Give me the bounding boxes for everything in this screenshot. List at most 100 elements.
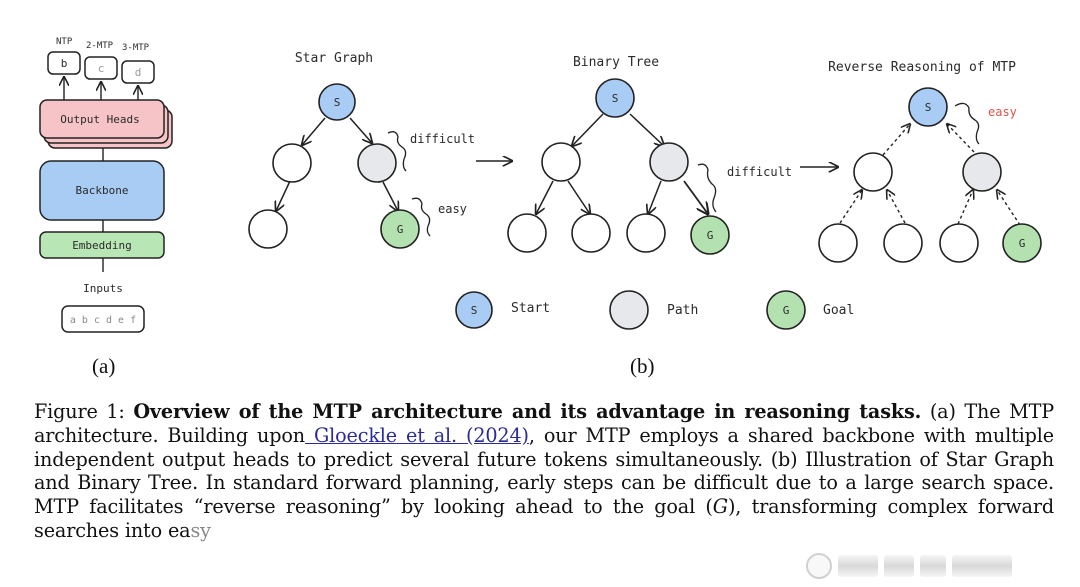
edge: [572, 113, 604, 146]
inputs-box: [61, 305, 145, 333]
figure-diagram: NTP 2-MTP 3-MTP b c d Output Heads Backb…: [39, 37, 1042, 333]
backbone-box: [39, 160, 165, 221]
watermark-bar: [884, 555, 914, 577]
goal-node-label: G: [397, 223, 404, 236]
goal-node-label: G: [707, 229, 714, 242]
reverse-edge: [887, 190, 906, 224]
start-node: [908, 87, 948, 127]
path-node-highlight: [649, 142, 689, 182]
start-node-label: S: [612, 92, 619, 105]
caption-text-2: , our MTP employs a shared backbone with…: [34, 423, 1054, 519]
watermark-bar: [838, 555, 878, 577]
legend-goal-symbol: G: [783, 304, 790, 317]
goal-node: [690, 215, 730, 255]
figure-caption: Figure 1: Overview of the MTP architectu…: [34, 400, 1054, 543]
difficult-label: difficult: [410, 132, 475, 146]
panel-a-architecture: NTP 2-MTP 3-MTP b c d Output Heads Backb…: [39, 37, 173, 333]
caption-bold-title: Overview of the MTP architecture and its…: [133, 400, 922, 423]
difficult-label: difficult: [727, 165, 792, 179]
watermark-logo-icon: [806, 553, 832, 579]
edge: [648, 180, 662, 214]
edge: [276, 180, 291, 211]
backbone-label: Backbone: [76, 184, 129, 197]
legend-path-label: Path: [667, 303, 698, 318]
output-heads-label: Output Heads: [60, 113, 139, 126]
edge: [382, 181, 398, 211]
legend-path-swatch: [609, 290, 649, 330]
legend-goal-swatch: [766, 290, 806, 330]
start-node: [318, 83, 356, 121]
caption-tail: sy: [190, 518, 211, 542]
edge: [629, 113, 664, 146]
leaf-node: [571, 213, 611, 253]
goal-node: [380, 209, 420, 249]
legend-goal: G Goal: [766, 290, 854, 330]
caption-prefix: Figure 1:: [34, 400, 134, 423]
legend-start: S Start: [455, 291, 550, 329]
output-head-layer-1: [39, 99, 165, 139]
binary-tree: Binary Tree S G difficult: [507, 55, 792, 255]
panel-a-label: (a): [92, 354, 116, 378]
edge: [302, 117, 326, 145]
path-node: [248, 209, 288, 249]
path-node-highlight: [962, 152, 1002, 192]
ntp-tag: NTP: [56, 37, 73, 47]
legend-start-label: Start: [511, 301, 550, 316]
watermark-bar: [920, 555, 946, 577]
legend-start-swatch: [455, 291, 493, 329]
easy-label-red: easy: [988, 105, 1017, 119]
legend-path: Path: [609, 290, 698, 330]
leaf-node: [507, 213, 547, 253]
reverse-edge: [997, 190, 1021, 226]
leaf-node: [883, 223, 923, 263]
reverse-reasoning-tree: Reverse Reasoning of MTP S G easy: [818, 60, 1042, 263]
easy-brace: [954, 102, 980, 145]
leaf-node: [818, 223, 858, 263]
difficult-brace: [387, 131, 407, 172]
caption-text-1: (a) The MTP architecture. Building upon: [34, 400, 1054, 447]
token-d: d: [135, 66, 142, 79]
edge: [349, 117, 372, 143]
reverse-edge: [882, 124, 910, 156]
star-graph: Star Graph S G difficult easy: [248, 51, 475, 249]
edge: [536, 180, 554, 214]
caption-text-3: ), transforming complex forward searches…: [34, 495, 1054, 542]
token-b: b: [61, 57, 68, 70]
3-mtp-tag: 3-MTP: [122, 43, 150, 53]
difficult-brace: [697, 163, 717, 213]
goal-node: [1002, 223, 1042, 263]
legend-start-symbol: S: [471, 304, 478, 317]
embedding-label: Embedding: [72, 239, 132, 252]
leaf-node: [939, 223, 979, 263]
binary-tree-title: Binary Tree: [573, 55, 659, 70]
path-node: [272, 143, 312, 183]
panel-b-label: (b): [630, 354, 655, 378]
reverse-edge: [947, 124, 975, 153]
path-node: [853, 152, 893, 192]
embedding-box: [39, 231, 165, 259]
star-graph-title: Star Graph: [295, 51, 373, 66]
goal-node-label: G: [1019, 237, 1026, 250]
reverse-edge: [957, 190, 973, 225]
reverse-edge: [839, 190, 862, 224]
token-box-c: [84, 56, 118, 80]
edge: [567, 180, 590, 214]
token-box-b: [47, 51, 81, 75]
input-tokens: a b c d e f: [70, 315, 136, 326]
reverse-reasoning-title: Reverse Reasoning of MTP: [828, 60, 1016, 75]
legend-goal-label: Goal: [823, 303, 854, 318]
2-mtp-tag: 2-MTP: [86, 41, 114, 51]
path-node-highlight: [357, 143, 397, 183]
watermark-overlay: [806, 552, 1066, 580]
start-node-label: S: [334, 96, 341, 109]
easy-brace: [411, 197, 431, 237]
start-node-label: S: [925, 101, 932, 114]
watermark-bar: [952, 555, 1012, 577]
path-node: [541, 142, 581, 182]
leaf-node: [626, 213, 666, 253]
start-node: [595, 78, 635, 118]
citation-link-gloeckle[interactable]: Gloeckle et al. (2024): [304, 423, 529, 447]
edge: [683, 180, 708, 214]
easy-label: easy: [438, 202, 467, 216]
token-c: c: [98, 62, 105, 75]
